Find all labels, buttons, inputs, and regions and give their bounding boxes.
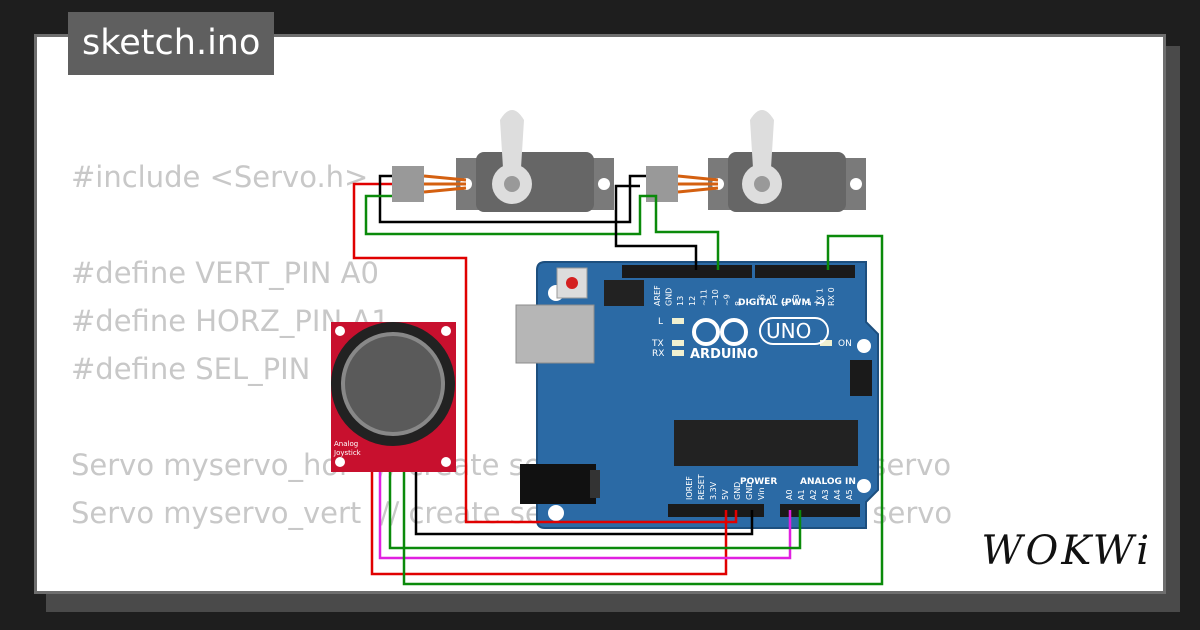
wire-green [646,194,720,270]
digital-pin-label: ~5 [769,294,778,306]
digital-pin-label: 7 [746,301,755,306]
l-led-label: L [658,317,663,327]
code-background: #include <Servo.h> #define VERT_PIN A0 #… [71,37,952,591]
digital-pin-label: GND [665,288,674,306]
digital-pin-label: ~9 [723,294,732,306]
wire-black [414,472,754,536]
analog-pin-label: A3 [821,489,830,500]
analog-label: ANALOG IN [800,477,856,487]
wire-green [402,234,884,586]
tx-led-label: TX [651,339,664,349]
digital-pin-label: AREF [653,285,662,306]
board-brand: ARDUINO [690,347,758,362]
wires [352,174,884,586]
power-pin-label: RESET [697,474,706,500]
power-pin-label: 3.3V [709,481,718,500]
digital-pin-label: 13 [676,296,685,306]
wire-black [378,174,646,224]
analog-pin-label: A1 [797,489,806,500]
digital-pin-label: ~3 [792,294,801,306]
digital-pin-label: 12 [688,296,697,306]
code-line: #include <Servo.h> [71,160,369,194]
power-pin-label: GND [733,482,742,500]
wire-red [352,182,738,524]
analog-pin-label: A4 [833,489,842,500]
power-pin-label: IOREF [685,476,694,500]
arduino-uno-board[interactable] [515,261,879,529]
wire-magenta [378,472,792,560]
digital-pin-label: 8 [734,301,743,306]
board-model: UNO [766,319,811,343]
joystick-label-1: Analog [334,440,358,448]
wire-red [370,472,728,576]
digital-pin-label: TX 1 [815,288,824,307]
code-line: #define VERT_PIN A0 [71,256,379,290]
digital-pin-label: ~6 [757,294,766,306]
wire-black [614,184,698,270]
rx-led-label: RX [652,349,664,359]
digital-pin-label: RX 0 [827,287,836,306]
power-pin-label: Vin [757,487,766,500]
joystick-label-2: Joystick [333,449,362,457]
on-led-label: ON [838,339,852,349]
digital-pin-label: 4 [781,301,790,306]
wire-green [364,194,646,236]
power-pin-label: 5V [721,489,730,500]
wokwi-logo: WOKWi [981,528,1152,574]
project-title[interactable]: sketch.ino [68,12,275,75]
servo-horizontal[interactable] [392,110,614,212]
digital-header-label: DIGITAL (PWM ~) [738,298,825,308]
digital-pin-label: 2 [804,301,813,306]
analog-pin-label: A0 [785,489,794,500]
wire-green [388,472,802,550]
analog-pin-label: A5 [845,489,854,500]
power-label: POWER [740,477,777,487]
digital-pin-label: ~10 [711,289,720,306]
power-pin-label: GND [745,482,754,500]
servo-vertical[interactable] [646,110,866,212]
code-line: #define SEL_PIN [71,352,311,386]
digital-pin-label: ~11 [699,289,708,306]
analog-joystick[interactable] [331,322,456,472]
analog-pin-label: A2 [809,489,818,500]
